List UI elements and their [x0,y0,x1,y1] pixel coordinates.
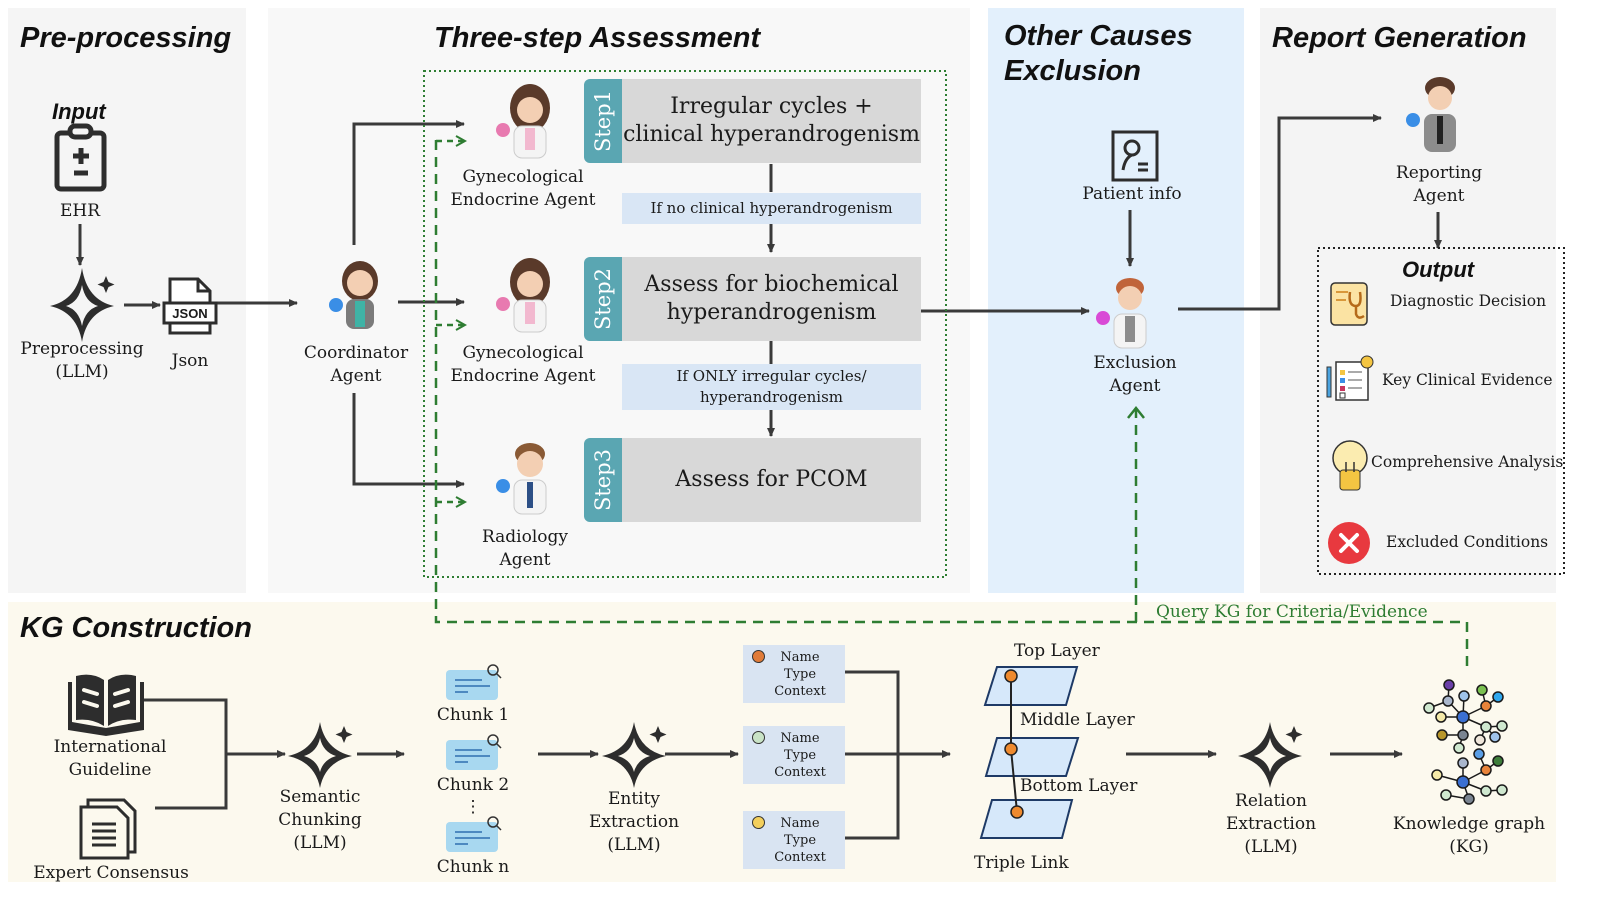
exclusion-agent-label: Exclusion Agent [1093,353,1177,396]
entity-sparkle-icon [602,722,667,788]
step3-text: Assess for PCOM [675,467,868,492]
knowledge-graph-icon [1423,679,1508,805]
relation-sparkle-icon [1238,722,1303,788]
json-badge: JSON [172,306,208,321]
triple-link [1004,669,1024,819]
chunking-sparkle-icon [288,722,353,788]
ehr-label: EHR [59,201,101,221]
step2-box [622,257,921,341]
middle-layer-plane [984,737,1080,777]
preprocessing-label: Preprocessing (LLM) [20,339,144,382]
three-step-title: Three-step Assessment [434,22,761,54]
output-key-clinical-evidence: Key Clinical Evidence [1382,371,1553,389]
output-comprehensive-analysis: Comprehensive Analysis [1371,453,1564,471]
input-label: Input [52,99,106,124]
excluded-x-icon [1328,522,1370,564]
preprocessing-title: Pre-processing [20,22,232,54]
ehr-clipboard-icon [54,123,107,192]
chunk-n-label: Chunk n [436,857,510,877]
step1-tab: Step1 [584,79,622,163]
query-arrow-exclusion [1127,405,1145,419]
condition-only-irregular-cycles: If ONLY irregular cycles/ hyperandrogeni… [622,364,921,410]
reporting-agent-avatar [1404,72,1468,156]
consensus-document-icon [79,798,137,860]
coordinator-agent-label: Coordinator Agent [303,343,409,386]
entity-dot-orange [752,650,765,663]
step2-text: Assess for biochemical hyperandrogenism [644,272,899,325]
middle-layer-label: Middle Layer [1020,710,1135,730]
exclusion-title-line2: Exclusion [1004,55,1141,87]
exclusion-title-line1: Other Causes [1004,20,1193,52]
entity-dot-green [752,731,765,744]
exclusion-agent-avatar [1094,272,1158,352]
output-diagnostic-decision: Diagnostic Decision [1390,292,1547,310]
reporting-agent-label: Reporting Agent [1395,163,1483,206]
exclusion-panel [988,8,1244,593]
chunk-icon-2 [446,734,502,770]
preprocessing-sparkle-icon [50,268,115,342]
three-step-dotted-frame [423,70,947,578]
step2-tab: Step2 [584,257,622,341]
top-layer-plane [983,666,1079,706]
arrow-exclusion-to-reporting [1178,114,1382,311]
report-title: Report Generation [1272,22,1527,54]
arrow-coordinator-to-step3 [352,393,465,488]
layer-planes [979,666,1080,839]
bottom-layer-label: Bottom Layer [1020,776,1138,796]
gynecological-agent-avatar-1 [494,80,558,160]
chunk-2-label: Chunk 2 [436,775,510,795]
output-dotted-frame [1317,247,1565,575]
coordinator-agent-avatar [326,255,390,333]
bottom-layer-plane [979,799,1074,839]
step1-text: Irregular cycles + clinical hyperandroge… [623,94,920,147]
step3-box [622,438,921,522]
gynecological-agent-avatar-2 [494,254,558,334]
guideline-book-icon [68,674,144,736]
entity-extraction-label: Entity Extraction (LLM) [588,789,680,855]
json-file-icon [162,277,218,335]
gynecological-agent-label-1: Gynecological Endocrine Agent [450,167,596,210]
radiology-agent-label: Radiology Agent [481,527,569,570]
radiology-agent-avatar [494,436,558,516]
international-guideline-label: International Guideline [53,737,167,780]
expert-consensus-label: Expert Consensus [33,863,189,883]
output-title: Output [1402,257,1475,282]
entity-dot-yellow [752,816,765,829]
step1-box [622,79,921,163]
lightbulb-icon [1332,440,1368,491]
arrow-coordinator-to-step1 [352,120,465,245]
semantic-chunking-label: Semantic Chunking (LLM) [278,787,362,853]
report-panel [1260,8,1556,593]
step3-tab: Step3 [584,438,622,522]
kg-title: KG Construction [20,612,252,644]
query-kg-dashed-path [434,137,1469,666]
query-kg-label: Query KG for Criteria/Evidence [1156,602,1428,622]
output-excluded-conditions: Excluded Conditions [1386,533,1549,551]
chunk-icon-n [446,816,502,852]
patient-info-icon [1111,130,1159,182]
top-layer-label: Top Layer [1014,641,1100,661]
gynecological-agent-label-2: Gynecological Endocrine Agent [450,343,596,386]
chunk-ellipsis: ⋮ [464,797,482,817]
chunk-icon-1 [446,664,502,700]
condition-no-clinical-hyperandrogenism: If no clinical hyperandrogenism [622,193,921,224]
relation-extraction-label: Relation Extraction (LLM) [1225,791,1317,857]
triple-link-label: Triple Link [974,853,1069,873]
diagnostic-decision-icon [1330,282,1368,326]
chunk-1-label: Chunk 1 [436,705,510,725]
clinical-evidence-icon [1326,355,1374,401]
json-label: Json [171,351,209,371]
patient-info-label: Patient info [1082,184,1182,204]
knowledge-graph-label: Knowledge graph (KG) [1392,814,1546,857]
